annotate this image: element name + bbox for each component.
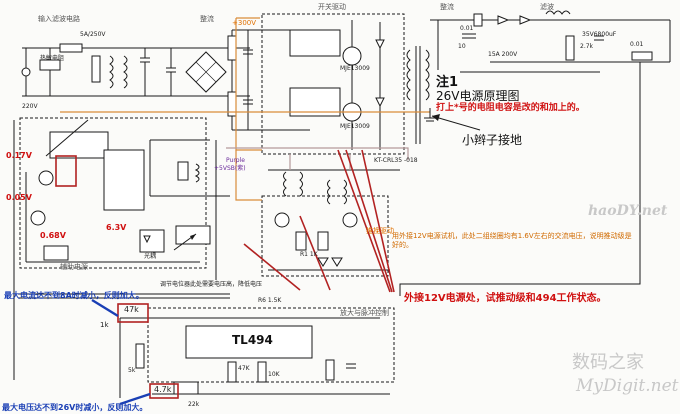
tl494-chip [185,325,313,359]
label-diode-right: 15A 200V [488,51,518,58]
section-amp-pulse-control: 放大与脉冲控制 [340,309,389,317]
ac-input-terminal [21,67,31,77]
label-res-r6: R6 1.5K [258,297,282,304]
label-res-47-big: 4.7k [154,385,172,394]
section-filter: 滤波 [540,3,554,11]
label-v-005: 0.05V [6,193,32,202]
transistor-q1 [342,46,362,66]
label-transformer: KT-CRL35 -018 [374,157,418,164]
label-res-1k: 1k [100,321,109,329]
pwm-control-stage [119,307,395,398]
label-5vsb: +5VSB(紫) [214,165,246,172]
switch-drive-stage [261,13,405,155]
transistor-q4 [38,170,54,186]
label-v-068: 0.68V [40,231,66,240]
aux-power-stage [19,117,230,280]
note-main: 26V电源原理图 [436,89,520,103]
label-res-r1: R1 1K [300,251,318,258]
label-res-10k: 10K [268,371,280,378]
adjust-note: 调节电位器此处需要电压高，降低电压 [160,281,263,288]
label-v-63: 6.3V [106,223,127,232]
transistor-q3 [30,210,46,226]
optocoupler-symbol [139,229,165,253]
section-input-filter: 输入滤波电路 [38,15,80,23]
label-cap-right: 35V6800uF [582,31,617,38]
label-purple: Purple [226,157,245,164]
note-title: 注1 [436,75,459,90]
label-res-22k: 22k [188,401,200,408]
label-cap-001b: 0.01 [630,41,644,48]
label-cap-001: 0.01 [460,25,474,32]
blue-note-top: 最大电流达不到8A时减小，反则加大。 [4,291,144,300]
label-res-47k-big: 47k [124,305,139,314]
label-optocoupler: 光耦 [144,253,157,260]
label-v-017: 0.17V [6,151,32,160]
section-push-drive: 推挽驱动 [366,227,394,235]
label-300v: +300V [232,19,257,27]
label-res-10: 10 [458,43,466,50]
blue-note-bottom: 最大电压达不到26V时减小，反则加大。 [2,403,148,412]
watermark-site-en: MyDigit.net [576,376,679,396]
label-res-47k-small: 47K [238,365,250,372]
label-mje2: MJE13009 [340,123,370,130]
section-switch-drive: 开关驱动 [318,3,346,11]
output-filter [430,10,671,73]
note-sub: 打上*号的电阻电容是改的和加上的。 [436,103,585,113]
watermark-site-cn: 数码之家 [572,352,644,373]
main-transformer [406,46,430,144]
bridge-rectifier [185,51,227,93]
test-note: 外接12V电源处，试推动级和494工作状态。 [404,293,607,304]
ground-label: 小辫子接地 [462,133,523,147]
label-mje1: MJE13009 [340,65,370,72]
label-fuse: 5A/250V [80,31,106,38]
label-tl494: TL494 [232,333,273,347]
section-rectifier-right: 整流 [440,3,454,11]
label-res-5k: 5k [128,367,136,374]
label-thermistor: 热敏电阻 [40,55,65,62]
watermark-haody: haoDY.net [588,203,668,219]
section-rectifier-top: 整流 [200,15,214,23]
fuse-symbol [59,43,83,53]
section-aux-power: 辅助电源 [60,263,88,271]
push-drive-stage [261,169,400,277]
label-voltage-220: 220V [22,103,38,110]
push-note: 用外接12V电源试机，此处二组绕圈均有1.6V左右的交流电压，说明推动级是好的。 [392,232,632,250]
label-res-right: 2.7k [580,43,594,50]
input-filter-circuit [21,43,250,97]
